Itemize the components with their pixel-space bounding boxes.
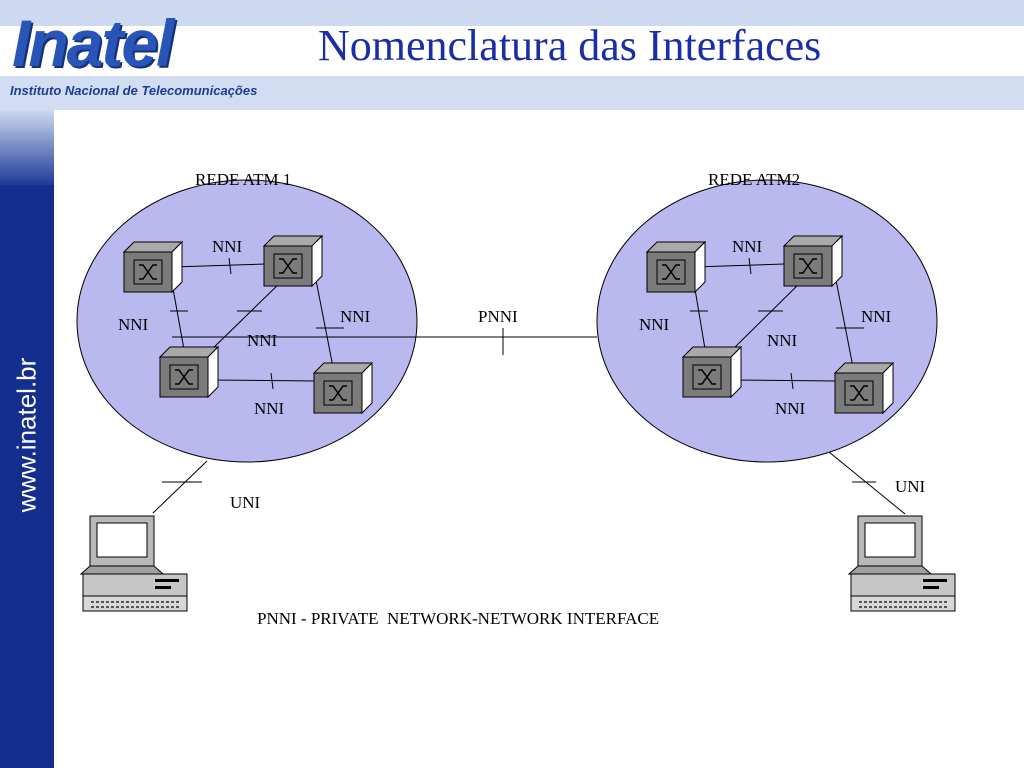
inter-network-links bbox=[152, 328, 906, 515]
nni-label: NNI bbox=[767, 331, 798, 350]
desktop-computer-icon bbox=[80, 515, 188, 612]
logo-subtitle: Instituto Nacional de Telecomunicações bbox=[10, 83, 258, 98]
sidebar bbox=[0, 185, 54, 768]
inatel-logo: Inatel bbox=[12, 6, 174, 80]
network1-links bbox=[170, 257, 418, 390]
pnni-label: PNNI bbox=[478, 307, 518, 326]
atm-switch-icon bbox=[263, 235, 323, 287]
page-title: Nomenclatura das Interfaces bbox=[318, 21, 822, 70]
nni-label: NNI bbox=[732, 237, 763, 256]
atm-switch-icon bbox=[159, 346, 219, 398]
footer-caption: PNNI - PRIVATE NETWORK-NETWORK INTERFACE bbox=[257, 609, 659, 628]
desktop-computer-icon bbox=[848, 515, 956, 612]
nni-label: NNI bbox=[118, 315, 149, 334]
nni-label: NNI bbox=[775, 399, 806, 418]
nni-label: NNI bbox=[212, 237, 243, 256]
atm-switch-icon bbox=[834, 362, 894, 414]
atm-switch-icon bbox=[783, 235, 843, 287]
nni-label: NNI bbox=[340, 307, 371, 326]
uni-label: UNI bbox=[895, 477, 926, 496]
sidebar-gradient bbox=[0, 110, 54, 185]
nni-label: NNI bbox=[639, 315, 670, 334]
atm-switch-icon bbox=[682, 346, 742, 398]
header-band-top bbox=[0, 0, 1024, 26]
nni-label: NNI bbox=[254, 399, 285, 418]
header-band-middle bbox=[0, 26, 1024, 76]
header-bar bbox=[0, 0, 1024, 110]
nni-label: NNI bbox=[247, 331, 278, 350]
nni-label: NNI bbox=[861, 307, 892, 326]
network2-links bbox=[690, 257, 864, 390]
network2-label: REDE ATM2 bbox=[708, 170, 800, 189]
atm-switch-icon bbox=[313, 362, 373, 414]
network1-label: REDE ATM 1 bbox=[195, 170, 291, 189]
atm-switch-icon bbox=[646, 241, 706, 293]
uni-label: UNI bbox=[230, 493, 261, 512]
atm-switch-icon bbox=[123, 241, 183, 293]
header-band-bottom bbox=[0, 76, 1024, 110]
